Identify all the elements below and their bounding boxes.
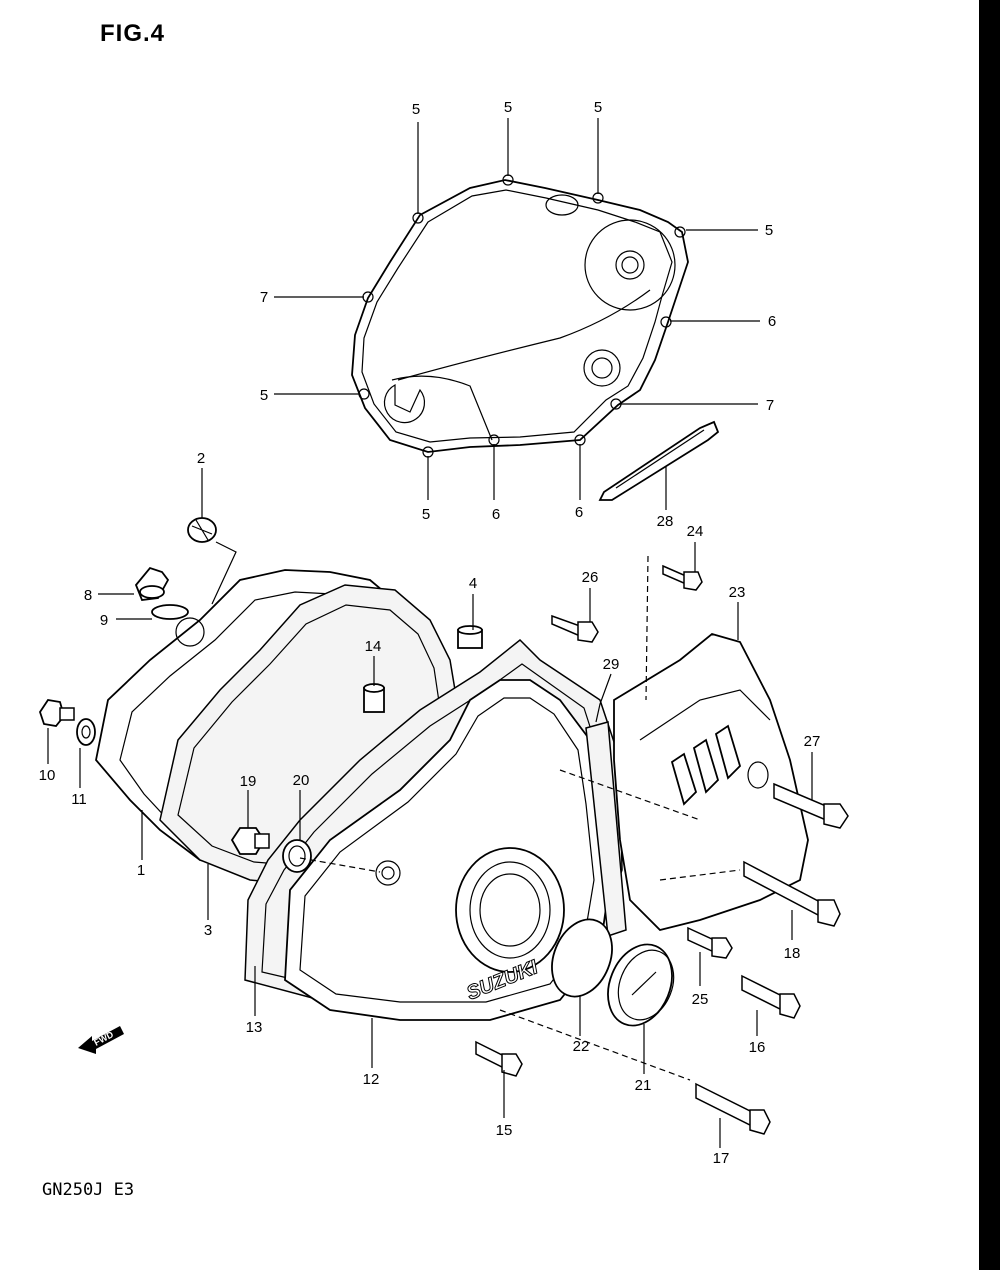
forward-direction-arrow: FWD xyxy=(78,1026,124,1054)
gasket-strip-part-29 xyxy=(585,721,627,938)
callout-14: 14 xyxy=(365,638,382,655)
callout-13: 13 xyxy=(246,1019,263,1036)
callout-5e: 5 xyxy=(260,387,268,404)
oil-filler-cap-part-8 xyxy=(134,566,170,601)
callout-26: 26 xyxy=(582,569,599,586)
sprocket-cover-part-23 xyxy=(613,633,809,931)
bolt-part-24 xyxy=(662,564,703,591)
callout-10: 10 xyxy=(39,767,56,784)
oil-seal-part-20 xyxy=(282,839,312,873)
washer-part-11 xyxy=(76,718,96,746)
bolt-part-26 xyxy=(551,614,599,643)
o-ring-part-22 xyxy=(551,918,613,998)
plug-part-2 xyxy=(187,517,217,543)
callout-12: 12 xyxy=(363,1071,380,1088)
callout-6b: 6 xyxy=(492,506,500,523)
bolt-part-16 xyxy=(741,974,801,1019)
callout-3: 3 xyxy=(204,922,212,939)
callout-15: 15 xyxy=(496,1122,513,1139)
dowel-pin-part-4 xyxy=(457,625,483,649)
plug-bolt-part-19 xyxy=(230,827,270,855)
callout-2: 2 xyxy=(197,450,205,467)
model-code-label: GN250J E3 xyxy=(42,1180,135,1200)
callout-5d: 5 xyxy=(765,222,773,239)
callout-22: 22 xyxy=(573,1038,590,1055)
figure-title: FIG.4 xyxy=(100,20,166,47)
bolt-part-27 xyxy=(773,782,849,829)
callout-1: 1 xyxy=(137,862,145,879)
scan-edge-bar xyxy=(979,0,1000,1270)
callout-6c: 6 xyxy=(575,504,583,521)
callout-5c: 5 xyxy=(594,99,602,116)
callout-11: 11 xyxy=(71,791,87,808)
callout-25: 25 xyxy=(692,991,709,1008)
magneto-cover-part-12: SUZUKI xyxy=(284,679,611,1021)
callout-8: 8 xyxy=(84,587,92,604)
o-ring-part-9 xyxy=(151,604,189,620)
callout-5f: 5 xyxy=(422,506,430,523)
callout-18: 18 xyxy=(784,945,801,962)
callout-20: 20 xyxy=(293,772,310,789)
clip-part-28 xyxy=(598,420,720,501)
callout-21: 21 xyxy=(635,1077,652,1094)
callout-27: 27 xyxy=(804,733,821,750)
callout-7a: 7 xyxy=(260,289,268,306)
callout-numbers: 5 5 5 5 7 6 5 7 5 6 6 28 2 24 4 26 23 8 … xyxy=(39,99,821,1167)
cap-part-21 xyxy=(607,943,675,1027)
callout-4: 4 xyxy=(469,575,477,592)
clutch-cover-gasket-outline xyxy=(351,179,689,453)
callout-24: 24 xyxy=(687,523,704,540)
callout-17: 17 xyxy=(713,1150,730,1167)
callout-28: 28 xyxy=(657,513,674,530)
leader-lines xyxy=(47,118,813,1148)
drain-plug-part-10 xyxy=(39,699,75,727)
callout-23: 23 xyxy=(729,584,746,601)
bolt-part-15 xyxy=(475,1040,523,1077)
dowel-pin-part-14 xyxy=(363,683,385,713)
bolt-part-18 xyxy=(743,860,841,927)
callout-5b: 5 xyxy=(504,99,512,116)
callout-9: 9 xyxy=(100,612,108,629)
callout-29: 29 xyxy=(603,656,620,673)
callout-19: 19 xyxy=(240,773,257,790)
callout-5a: 5 xyxy=(412,101,420,118)
callout-6a: 6 xyxy=(768,313,776,330)
bolt-part-25 xyxy=(687,926,733,959)
callout-7b: 7 xyxy=(766,397,774,414)
bolt-part-17 xyxy=(695,1082,771,1135)
callout-16: 16 xyxy=(749,1039,766,1056)
